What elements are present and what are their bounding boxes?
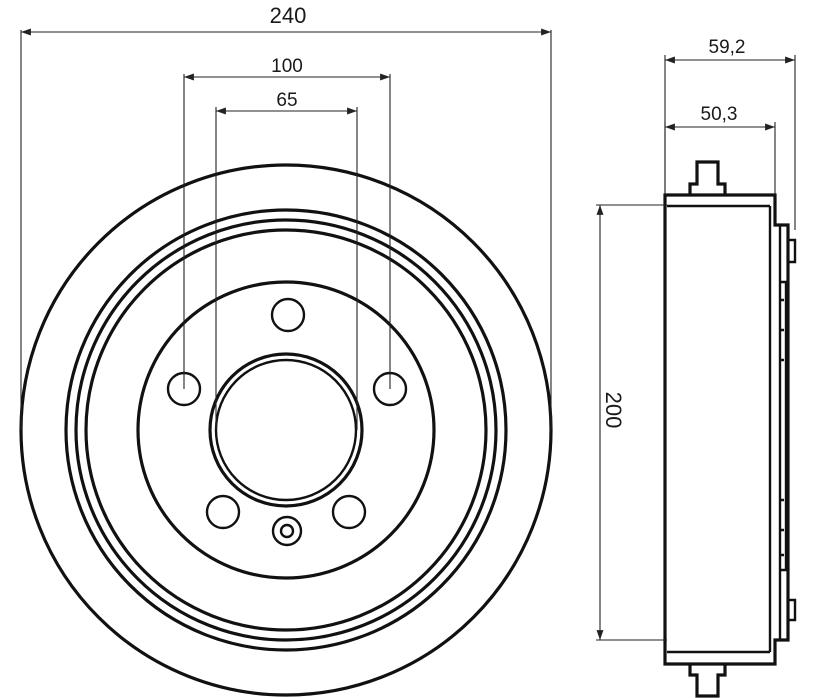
dimension-100: 100 xyxy=(183,56,391,389)
dimension-240-label: 240 xyxy=(270,3,307,28)
locating-screw-hole-inner xyxy=(279,523,295,539)
bolt-hole-bottom-left xyxy=(205,494,241,530)
dimension-65: 65 xyxy=(215,90,358,430)
outer-drum-edge xyxy=(19,163,553,697)
drum-ring-2 xyxy=(64,208,508,652)
drum-ring-3 xyxy=(74,218,498,642)
dimension-240: 240 xyxy=(20,3,552,430)
bolt-hole-top xyxy=(270,297,306,333)
dimension-100-label: 100 xyxy=(271,56,303,77)
drum-ring-4 xyxy=(84,228,488,632)
dimension-59-2: 59,2 xyxy=(664,37,796,230)
bolt-hole-bottom-right xyxy=(331,494,367,530)
hub-flange-right xyxy=(788,238,797,622)
hub-flange xyxy=(136,280,436,580)
dimension-50-3: 50,3 xyxy=(664,104,776,195)
upper-stud xyxy=(688,160,727,195)
hub-profile xyxy=(780,280,788,572)
center-bore xyxy=(208,352,364,508)
dimension-50-3-label: 50,3 xyxy=(701,104,738,125)
locating-screw-hole xyxy=(271,515,303,547)
dimension-200-label: 200 xyxy=(601,392,626,429)
dimension-200: 200 xyxy=(596,204,667,641)
side-view xyxy=(663,160,797,698)
front-view xyxy=(19,163,553,697)
dimension-59-2-label: 59,2 xyxy=(709,37,746,58)
dimension-65-label: 65 xyxy=(276,90,297,111)
hub-step-bottom xyxy=(780,498,784,557)
center-bore-chamfer xyxy=(214,358,358,502)
lower-stud xyxy=(688,664,727,698)
drum-body-outline xyxy=(663,193,790,666)
hub-step-top xyxy=(780,298,784,362)
